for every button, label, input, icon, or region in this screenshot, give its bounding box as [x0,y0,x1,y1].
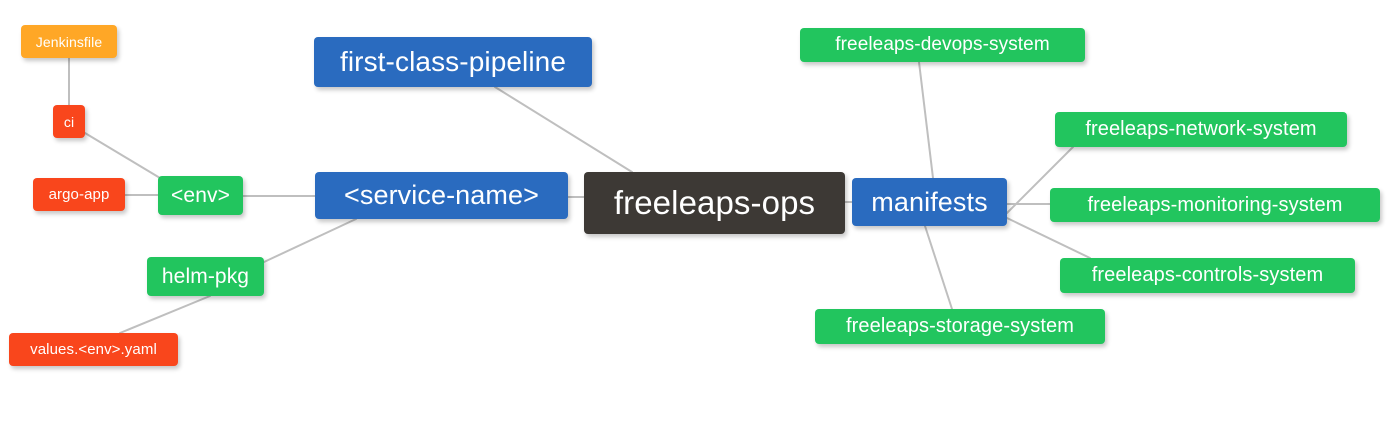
mindmap-node-first-class-pipeline[interactable]: first-class-pipeline [314,37,592,87]
edge-manifests-devops [918,61,934,179]
mindmap-node-freeleaps-devops-system[interactable]: freeleaps-devops-system [800,28,1085,62]
mindmap-node-ci[interactable]: ci [53,105,85,138]
mindmap-node-freeleaps-monitoring-system[interactable]: freeleaps-monitoring-system [1050,188,1380,222]
mindmap-node-helm-pkg[interactable]: helm-pkg [147,257,264,296]
edge-ci-env [84,132,161,179]
mindmap-node-jenkinsfile[interactable]: Jenkinsfile [21,25,117,58]
mindmap-node-manifests[interactable]: manifests [852,178,1007,226]
mindmap-node-freeleaps-ops[interactable]: freeleaps-ops [584,172,845,234]
edge-firstclass-ops [494,86,633,173]
edge-valuesyaml-helmpkg [119,295,211,334]
edge-manifests-controls [1006,217,1091,259]
mindmap-node-freeleaps-network-system[interactable]: freeleaps-network-system [1055,112,1347,147]
mindmap-node-freeleaps-controls-system[interactable]: freeleaps-controls-system [1060,258,1355,293]
mindmap-node-freeleaps-storage-system[interactable]: freeleaps-storage-system [815,309,1105,344]
mindmap-node-service-name[interactable]: <service-name> [315,172,568,219]
mindmap-node-values-yaml[interactable]: values.<env>.yaml [9,333,178,366]
mindmap-node-env[interactable]: <env> [158,176,243,215]
edge-manifests-storage [924,225,953,310]
mindmap-node-argo-app[interactable]: argo-app [33,178,125,211]
edge-helmpkg-servicename [263,218,357,263]
